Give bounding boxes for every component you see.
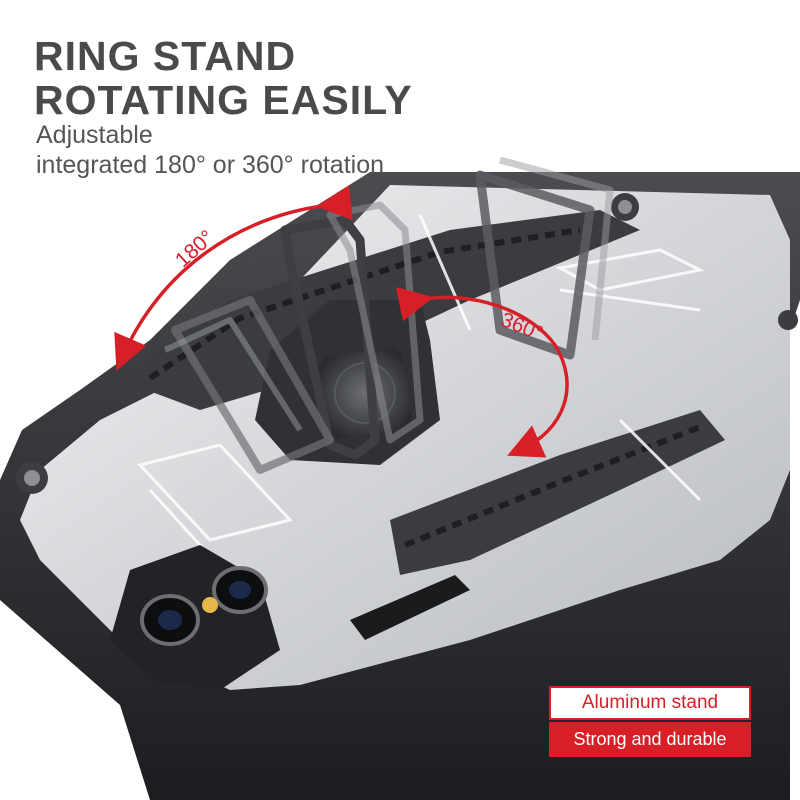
subtitle-line-1: Adjustable bbox=[36, 121, 153, 149]
rotation-arrows bbox=[114, 185, 569, 458]
subtitle-line-2: integrated 180° or 360° rotation bbox=[36, 151, 385, 179]
aluminum-stand-badge: Aluminum stand bbox=[549, 686, 751, 720]
headline-line-1: RING STAND bbox=[34, 33, 297, 79]
headline-line-2: ROTATING EASILY bbox=[34, 77, 413, 123]
strong-durable-badge: Strong and durable bbox=[549, 722, 751, 757]
